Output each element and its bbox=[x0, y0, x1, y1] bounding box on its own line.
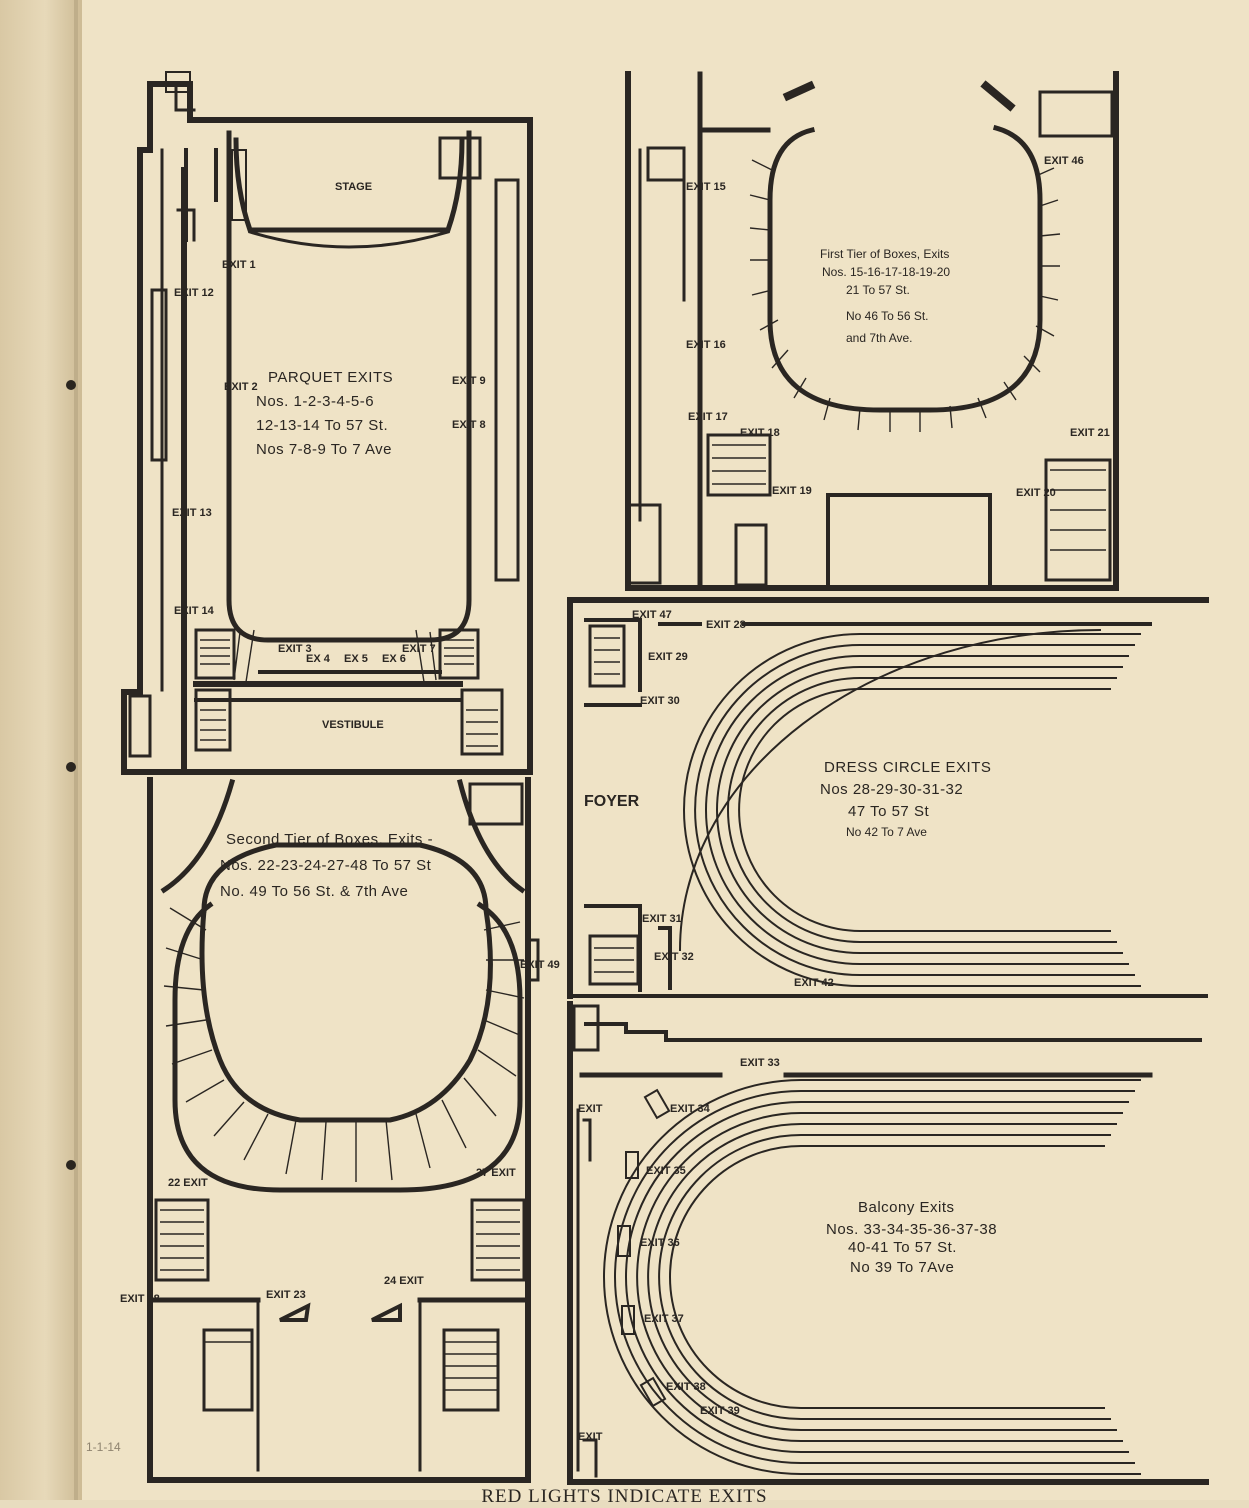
balcony-line1: Nos. 33-34-35-36-37-38 bbox=[826, 1221, 997, 1238]
exit-9: EXIT 9 bbox=[452, 375, 486, 387]
second-tier-line1: Nos. 22-23-24-27-48 To 57 St bbox=[220, 857, 432, 874]
exit-30: EXIT 30 bbox=[640, 695, 680, 707]
exit-16: EXIT 16 bbox=[686, 339, 726, 351]
exit-23: EXIT 23 bbox=[266, 1289, 306, 1301]
seating-row bbox=[625, 1101, 1129, 1453]
seating-row bbox=[603, 1079, 1141, 1475]
dress-circle-line3: No 42 To 7 Ave bbox=[846, 825, 927, 839]
exit-12: EXIT 12 bbox=[174, 287, 214, 299]
parquet-line1: Nos. 1-2-3-4-5-6 bbox=[256, 393, 374, 410]
dress-circle-plan: DRESS CIRCLE EXITS Nos 28-29-30-31-32 47… bbox=[567, 597, 1209, 999]
dress-circle-line1: Nos 28-29-30-31-32 bbox=[820, 781, 963, 798]
exit-balcony-side: EXIT bbox=[578, 1103, 603, 1115]
seating-row bbox=[683, 633, 1141, 987]
vestibule-label: VESTIBULE bbox=[322, 719, 384, 731]
parquet-line2: 12-13-14 To 57 St. bbox=[256, 417, 388, 434]
parquet-title: PARQUET EXITS bbox=[268, 369, 393, 386]
first-tier-line3: No 46 To 56 St. bbox=[846, 309, 929, 323]
balcony-plan: Balcony Exits Nos. 33-34-35-36-37-38 40-… bbox=[567, 1001, 1209, 1485]
dress-circle-line2: 47 To 57 St bbox=[848, 803, 929, 820]
footer-caption: RED LIGHTS INDICATE EXITS bbox=[481, 1486, 768, 1507]
exit-35: EXIT 35 bbox=[646, 1165, 686, 1177]
exit-balcony-lower: EXIT bbox=[578, 1431, 603, 1443]
first-tier-title: First Tier of Boxes, Exits bbox=[820, 247, 949, 261]
seating-row bbox=[647, 1123, 1117, 1431]
exit-14: EXIT 14 bbox=[174, 605, 215, 617]
exit-46: EXIT 46 bbox=[1044, 155, 1084, 167]
dress-circle-seating-rows bbox=[683, 633, 1141, 987]
second-tier-line2: No. 49 To 56 St. & 7th Ave bbox=[220, 883, 408, 900]
seating-row bbox=[694, 644, 1135, 976]
exit-19: EXIT 19 bbox=[772, 485, 812, 497]
binding-stitch bbox=[66, 1160, 76, 1170]
exit-31: EXIT 31 bbox=[642, 913, 682, 925]
exit-47: EXIT 47 bbox=[632, 609, 672, 621]
binding-gutter bbox=[0, 0, 82, 1500]
exit-20: EXIT 20 bbox=[1016, 487, 1056, 499]
exit-49: EXIT 49 bbox=[520, 959, 560, 971]
seating-row bbox=[669, 1145, 1105, 1409]
exit-2: EXIT 2 bbox=[224, 381, 258, 393]
exit-33: EXIT 33 bbox=[740, 1057, 780, 1069]
seating-row bbox=[705, 655, 1129, 965]
exit-3: EXIT 3 bbox=[278, 643, 312, 655]
first-tier-plan: First Tier of Boxes, Exits Nos. 15-16-17… bbox=[625, 71, 1119, 591]
exit-1: EXIT 1 bbox=[222, 259, 256, 271]
second-tier-plan: Second Tier of Boxes, Exits - Nos. 22-23… bbox=[120, 777, 560, 1483]
exit-36: EXIT 36 bbox=[640, 1237, 680, 1249]
dress-circle-title: DRESS CIRCLE EXITS bbox=[824, 759, 991, 776]
exit-13: EXIT 13 bbox=[172, 507, 212, 519]
exit-28: EXIT 28 bbox=[706, 619, 746, 631]
exit-39: EXIT 39 bbox=[700, 1405, 740, 1417]
exit-22: 22 EXIT bbox=[168, 1177, 208, 1189]
first-tier-line2: 21 To 57 St. bbox=[846, 283, 910, 297]
exit-37: EXIT 37 bbox=[644, 1313, 684, 1325]
stage-label: STAGE bbox=[335, 181, 372, 193]
second-tier-title: Second Tier of Boxes, Exits - bbox=[226, 831, 433, 848]
exit-29: EXIT 29 bbox=[648, 651, 688, 663]
binding-fold bbox=[74, 0, 78, 1500]
pencil-annotation: 1-1-14 bbox=[86, 1440, 121, 1454]
exit-4: EX 4 bbox=[306, 653, 331, 665]
seating-row bbox=[614, 1090, 1135, 1464]
exit-17: EXIT 17 bbox=[688, 411, 728, 423]
exit-7: EXIT 7 bbox=[402, 643, 436, 655]
exit-27: 27 EXIT bbox=[476, 1167, 516, 1179]
parquet-plan: STAGE PARQUET EXITS Nos. 1-2-3-4-5-6 12-… bbox=[121, 71, 533, 775]
seating-row bbox=[716, 666, 1123, 954]
foyer-label: FOYER bbox=[584, 793, 640, 810]
parquet-line3: Nos 7-8-9 To 7 Ave bbox=[256, 441, 392, 458]
seating-row bbox=[658, 1134, 1111, 1420]
exit-6: EX 6 bbox=[382, 653, 406, 665]
exit-15: EXIT 15 bbox=[686, 181, 726, 193]
binding-stitch bbox=[66, 762, 76, 772]
balcony-title: Balcony Exits bbox=[858, 1199, 955, 1216]
exit-21: EXIT 21 bbox=[1070, 427, 1110, 439]
exit-18: EXIT 18 bbox=[740, 427, 780, 439]
exit-48: EXIT 48 bbox=[120, 1293, 160, 1305]
first-tier-line1: Nos. 15-16-17-18-19-20 bbox=[822, 265, 950, 279]
exit-8: EXIT 8 bbox=[452, 419, 486, 431]
seating-row bbox=[636, 1112, 1123, 1442]
exit-34: EXIT 34 bbox=[670, 1103, 711, 1115]
exit-42: EXIT 42 bbox=[794, 977, 834, 989]
seating-row bbox=[738, 688, 1111, 932]
binding-stitch bbox=[66, 380, 76, 390]
seating-row bbox=[727, 677, 1117, 943]
first-tier-line4: and 7th Ave. bbox=[846, 331, 913, 345]
exit-24: 24 EXIT bbox=[384, 1275, 424, 1287]
exit-38: EXIT 38 bbox=[666, 1381, 706, 1393]
exit-5: EX 5 bbox=[344, 653, 368, 665]
balcony-line2: 40-41 To 57 St. bbox=[848, 1239, 957, 1256]
exit-32: EXIT 32 bbox=[654, 951, 694, 963]
balcony-seating-rows bbox=[603, 1079, 1141, 1475]
balcony-line3: No 39 To 7Ave bbox=[850, 1259, 954, 1276]
